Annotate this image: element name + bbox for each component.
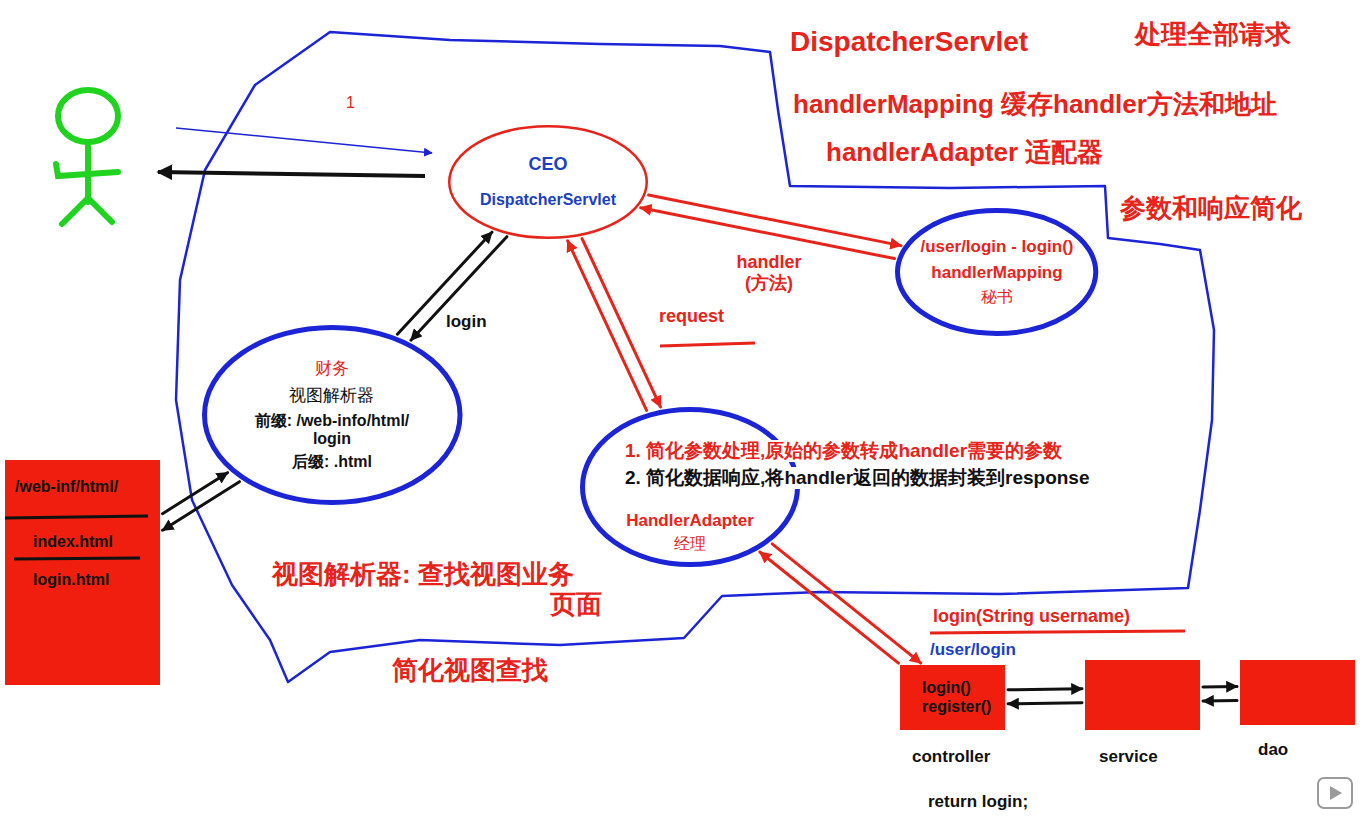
node-text: index.html — [33, 533, 113, 551]
node-text: 秘书 — [921, 288, 1074, 306]
flow-arrow — [1008, 687, 1082, 691]
circle-outline — [448, 125, 648, 239]
underline-stroke — [14, 558, 140, 559]
heading-note: 处理全部请求 — [1135, 20, 1291, 50]
flow-arrow — [1203, 699, 1237, 703]
watermark-icon — [1318, 778, 1352, 808]
watermark-play — [1330, 786, 1342, 800]
handler-mapping-circle: /user/login - login() handlerMapping 秘书 — [895, 208, 1098, 336]
node-text: 后缀: .html — [239, 453, 424, 471]
node-text: 财务 — [239, 359, 424, 379]
flow-arrow — [568, 241, 647, 411]
node-content: CEO DispatcherServlet — [480, 154, 616, 209]
circle-outline-shape — [898, 211, 1096, 334]
node-text: login.html — [33, 571, 109, 589]
circle-outline-shape — [204, 328, 460, 503]
node-text: 前缀: /web-info/html/ login — [239, 412, 424, 449]
resolver-note: 简化视图查找 — [392, 656, 548, 686]
flow-arrow — [582, 239, 660, 407]
node-text: /user/login — [930, 640, 1016, 660]
template-folder-box: /web-inf/html/index.html login.html — [5, 460, 160, 685]
response-arrow — [158, 172, 425, 176]
node-content: login() register() — [900, 679, 1005, 716]
node-text: controller — [912, 747, 990, 767]
flow-arrow — [163, 482, 240, 531]
adapter-note: 1. 简化参数处理,原始的参数转成handler需要的参数 — [622, 440, 1065, 462]
flow-arrow — [411, 237, 507, 340]
service-box: service — [1085, 660, 1200, 730]
node-text: CEO — [480, 154, 616, 175]
flow-arrow — [772, 544, 921, 663]
user-arms — [56, 164, 118, 176]
node-text: dao — [1258, 740, 1288, 760]
flow-arrow — [1203, 685, 1237, 689]
flow-arrow — [163, 473, 228, 514]
user-head — [58, 90, 118, 142]
heading-note: DispatcherServlet — [790, 26, 1028, 58]
edge-label: login — [444, 312, 489, 332]
flow-arrow — [641, 208, 895, 259]
node-text: login() register() — [922, 679, 999, 716]
node-content: 财务视图解析器前缀: /web-info/html/ login 后缀: .htm… — [239, 359, 424, 471]
heading-note: handlerMapping 缓存handler方法和地址 — [793, 90, 1277, 120]
underline-stroke — [930, 631, 1185, 633]
ceo-circle: CEO DispatcherServlet — [448, 125, 648, 239]
node-text: DispatcherServlet — [480, 191, 616, 209]
edge-label: request — [657, 306, 726, 327]
node-content: /user/login - login() handlerMapping 秘书 — [921, 237, 1074, 306]
flow-arrow — [397, 232, 492, 334]
circle-outline-shape — [449, 126, 647, 238]
request-arrow — [176, 128, 432, 153]
system-boundary — [176, 32, 1214, 682]
controller-box: login() register()/user/logincontroller — [900, 665, 1005, 730]
node-text: /web-inf/html/ — [15, 478, 118, 496]
adapter-note: 2. 简化数据响应,将handler返回的数据封装到response — [622, 467, 1093, 489]
node-text: service — [1099, 747, 1158, 767]
method-signature: login(String username) — [933, 606, 1130, 627]
view-resolver-circle: 财务视图解析器前缀: /web-info/html/ login 后缀: .htm… — [202, 325, 463, 505]
node-text: 视图解析器 — [239, 386, 424, 406]
flow-arrow — [649, 195, 901, 246]
node-content: HandlerAdapter 经理 — [626, 511, 754, 553]
node-text: HandlerAdapter — [626, 511, 754, 531]
user-legs — [62, 198, 112, 224]
node-text: /user/login - login() — [921, 237, 1074, 257]
underline-stroke — [660, 343, 755, 346]
heading-note: 参数和响应简化 — [1120, 194, 1302, 224]
callout-number: 1 — [346, 94, 355, 112]
flow-arrow — [1008, 701, 1082, 705]
dao-box: dao — [1240, 660, 1355, 725]
node-text: handlerMapping — [921, 263, 1074, 283]
edge-label: handler (方法) — [722, 252, 816, 293]
user-figure — [56, 90, 118, 224]
node-text: 经理 — [626, 535, 754, 553]
heading-note: handlerAdapter 适配器 — [826, 138, 1103, 168]
code-note: return login; — [928, 792, 1028, 812]
underline-stroke — [5, 516, 148, 518]
flow-arrow — [760, 552, 899, 663]
resolver-note: 视图解析器: 查找视图业务 页面 — [272, 560, 602, 620]
